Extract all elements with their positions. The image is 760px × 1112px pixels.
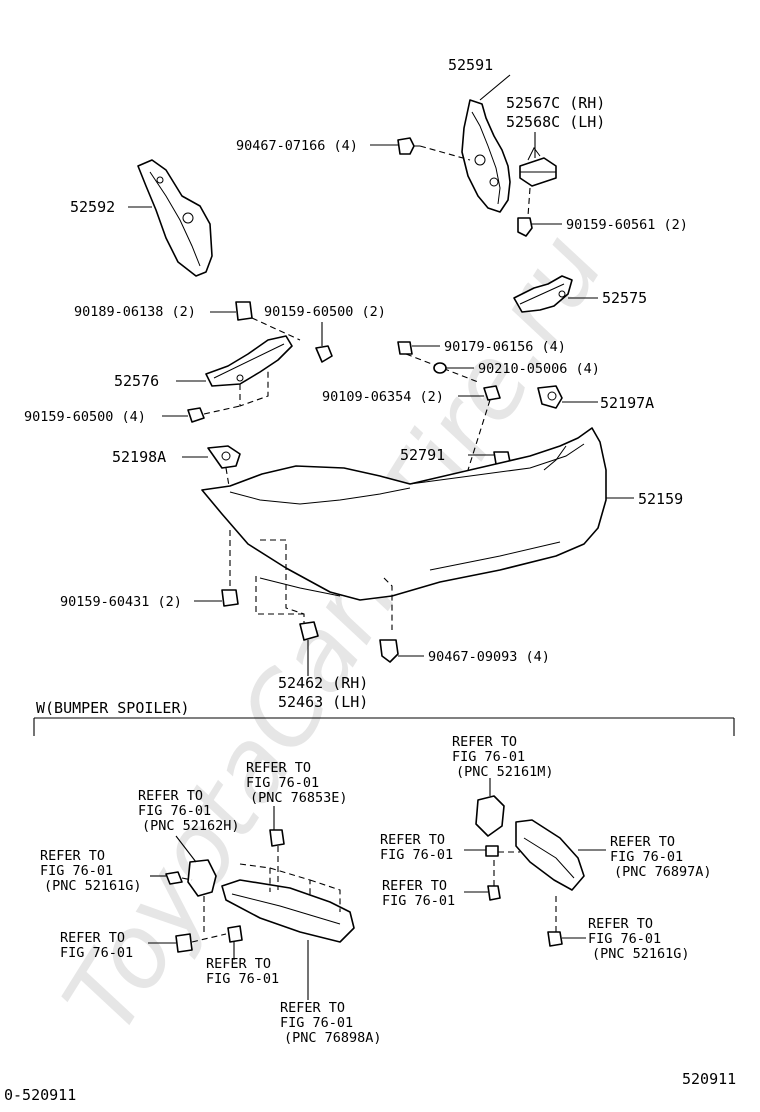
ref-screw-right-line1: REFER TO <box>382 878 447 894</box>
label-90159-60500-2: 90159-60500 (2) <box>264 304 386 320</box>
part-90159-60431-bolt <box>221 589 239 607</box>
part-90159-60500-bolt-b <box>187 407 205 423</box>
ref-76898a: REFER TO FIG 76-01 (PNC 76898A) <box>280 1000 382 1046</box>
label-90179-06156: 90179-06156 (4) <box>444 339 566 355</box>
ref-clip-right-line2: FIG 76-01 <box>380 847 453 863</box>
part-screw-fig76-d <box>487 885 501 901</box>
part-90159-60561-bolt <box>517 217 533 237</box>
part-spoiler-76898a <box>221 879 355 943</box>
label-52576: 52576 <box>114 372 159 390</box>
label-90467-09093: 90467-09093 (4) <box>428 649 550 665</box>
part-90179-06156-nut <box>397 341 413 355</box>
ref-52162h-line1: REFER TO <box>138 788 203 804</box>
footer-left-code: 0-520911 <box>4 1086 76 1104</box>
part-90210-05006-washer <box>433 362 447 374</box>
part-52576-bracket <box>205 335 293 387</box>
ref-52161g-left: REFER TO FIG 76-01 (PNC 52161G) <box>40 848 142 894</box>
label-52575: 52575 <box>602 289 647 307</box>
ref-76853e-line2: FIG 76-01 <box>246 775 319 791</box>
ref-76898a-line3: (PNC 76898A) <box>284 1030 382 1046</box>
ref-76898a-line1: REFER TO <box>280 1000 345 1016</box>
part-90109-06354-bolt <box>483 385 501 401</box>
label-52462: 52462 (RH) <box>278 674 368 692</box>
label-52567c: 52567C (RH) <box>506 94 605 112</box>
ref-52161g-left-line3: (PNC 52161G) <box>44 878 142 894</box>
label-90210-05006: 90210-05006 (4) <box>478 361 600 377</box>
part-52197a-retainer <box>537 385 563 409</box>
ref-76897a-line2: FIG 76-01 <box>610 849 683 865</box>
ref-clip-right-line1: REFER TO <box>380 832 445 848</box>
ref-52161g-right-line3: (PNC 52161G) <box>592 946 690 962</box>
ref-screw-left-line2: FIG 76-01 <box>206 971 279 987</box>
label-90189-06138: 90189-06138 (2) <box>74 304 196 320</box>
part-52575-bracket <box>513 275 573 313</box>
part-90467-09093-clip <box>379 639 399 663</box>
ref-52161g-right-line2: FIG 76-01 <box>588 931 661 947</box>
ref-retainer-left: REFER TO FIG 76-01 <box>60 930 133 961</box>
ref-clip-right: REFER TO FIG 76-01 <box>380 832 453 863</box>
part-52162h-retainer <box>187 859 217 897</box>
spoiler-section-title: W(BUMPER SPOILER) <box>36 699 190 717</box>
ref-52162h: REFER TO FIG 76-01 (PNC 52162H) <box>138 788 240 834</box>
ref-52161m: REFER TO FIG 76-01 (PNC 52161M) <box>452 734 554 780</box>
part-52159-bumper-cover <box>201 427 607 601</box>
ref-screw-left-line1: REFER TO <box>206 956 271 972</box>
label-52197a: 52197A <box>600 394 654 412</box>
part-52567c-retainer <box>519 147 557 187</box>
ref-52161g-right: REFER TO FIG 76-01 (PNC 52161G) <box>588 916 690 962</box>
ref-52161g-right-line1: REFER TO <box>588 916 653 932</box>
ref-76897a: REFER TO FIG 76-01 (PNC 76897A) <box>610 834 712 880</box>
ref-76853e-line3: (PNC 76853E) <box>250 790 348 806</box>
ref-screw-right: REFER TO FIG 76-01 <box>382 878 455 909</box>
label-52159: 52159 <box>638 490 683 508</box>
ref-52161m-line3: (PNC 52161M) <box>456 764 554 780</box>
label-90467-07166: 90467-07166 (4) <box>236 138 358 154</box>
ref-52162h-line3: (PNC 52162H) <box>142 818 240 834</box>
part-90189-06138-nut <box>235 301 253 321</box>
part-52161m-retainer <box>475 795 505 837</box>
part-76897a-spoiler <box>515 819 585 891</box>
label-52591: 52591 <box>448 56 493 74</box>
ref-76853e-line1: REFER TO <box>246 760 311 776</box>
part-clip-fig76-c <box>485 845 499 857</box>
label-52463: 52463 (LH) <box>278 693 368 711</box>
ref-52161g-left-line2: FIG 76-01 <box>40 863 113 879</box>
ref-52161m-line2: FIG 76-01 <box>452 749 525 765</box>
ref-52161m-line1: REFER TO <box>452 734 517 750</box>
ref-screw-right-line2: FIG 76-01 <box>382 893 455 909</box>
label-52568c: 52568C (LH) <box>506 113 605 131</box>
part-52161g-screw-left <box>165 871 183 885</box>
part-52161g-screw-right <box>547 931 563 947</box>
label-90159-60431: 90159-60431 (2) <box>60 594 182 610</box>
label-90159-60500-4: 90159-60500 (4) <box>24 409 146 425</box>
footer-right-code: 520911 <box>682 1070 736 1088</box>
part-90159-60500-bolt-a <box>315 345 333 363</box>
label-90159-60561: 90159-60561 (2) <box>566 217 688 233</box>
part-52198a-retainer <box>207 445 241 469</box>
label-90109-06354: 90109-06354 (2) <box>322 389 444 405</box>
ref-76853e: REFER TO FIG 76-01 (PNC 76853E) <box>246 760 348 806</box>
ref-52161g-left-line1: REFER TO <box>40 848 105 864</box>
part-52592-bracket <box>137 159 213 277</box>
ref-76898a-line2: FIG 76-01 <box>280 1015 353 1031</box>
ref-76897a-line1: REFER TO <box>610 834 675 850</box>
part-76853e-clip <box>269 829 285 847</box>
part-90467-07166-clip <box>397 137 420 155</box>
label-52198a: 52198A <box>112 448 166 466</box>
part-52591-bracket <box>461 99 511 213</box>
ref-retainer-left-line1: REFER TO <box>60 930 125 946</box>
ref-retainer-left-line2: FIG 76-01 <box>60 945 133 961</box>
label-52791: 52791 <box>400 446 445 464</box>
part-retainer-fig76-a <box>175 933 193 953</box>
label-52592: 52592 <box>70 198 115 216</box>
part-screw-fig76-b <box>227 925 243 943</box>
ref-52162h-line2: FIG 76-01 <box>138 803 211 819</box>
ref-76897a-line3: (PNC 76897A) <box>614 864 712 880</box>
part-52462-pad <box>299 621 319 641</box>
ref-screw-left: REFER TO FIG 76-01 <box>206 956 279 987</box>
